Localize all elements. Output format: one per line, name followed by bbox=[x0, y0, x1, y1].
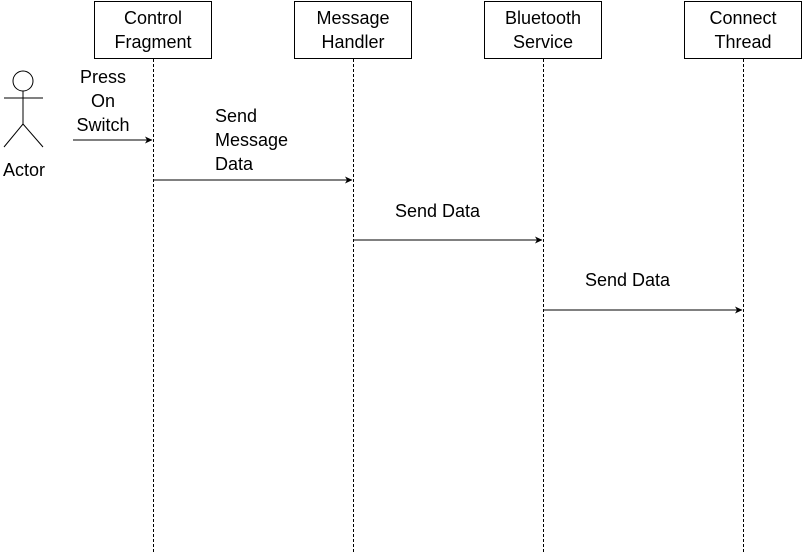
lifeline-connect-thread bbox=[743, 59, 744, 552]
actor-label: Actor bbox=[2, 160, 45, 180]
actor-figure bbox=[3, 70, 44, 148]
lifeline-bluetooth-service bbox=[543, 59, 544, 552]
lifeline-message-handler bbox=[353, 59, 354, 552]
lifeline-box-connect-thread: Connect Thread bbox=[684, 1, 802, 59]
lifeline-control-fragment bbox=[153, 59, 154, 552]
message-label-send-data-1: Send Data bbox=[395, 201, 481, 221]
lifeline-box-control-fragment: Control Fragment bbox=[94, 1, 212, 59]
message-label-press-on-switch: Press On Switch bbox=[76, 67, 130, 135]
actor-left-leg bbox=[3, 123, 24, 148]
lifeline-box-message-handler: Message Handler bbox=[294, 1, 412, 59]
message-label-send-message-data: Send Message Data bbox=[215, 106, 289, 174]
actor-right-leg bbox=[22, 123, 44, 148]
message-label-send-data-2: Send Data bbox=[585, 270, 671, 290]
lifeline-box-bluetooth-service: Bluetooth Service bbox=[484, 1, 602, 59]
